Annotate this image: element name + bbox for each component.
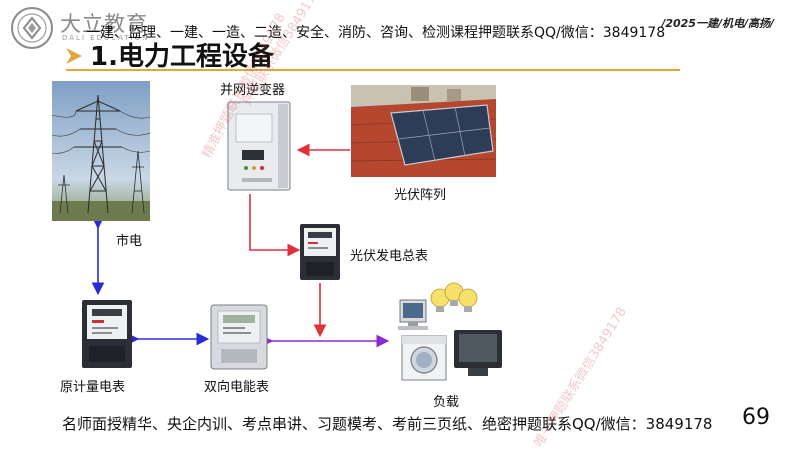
course-tag: /2025一建/机电/高扬/ [661,17,774,30]
original-meter-device [80,298,134,370]
brand-name: 大立教育 [60,12,148,36]
page-title: 1.电力工程设备 [90,42,274,72]
inverter-device [222,98,296,194]
top-banner: 一建、监理、一建、一造、二造、安全、消防、咨询、检测课程押题联系QQ/微信：38… [86,25,666,41]
bottom-banner: 名师面授精华、央企内训、考点串讲、习题模考、考前三页纸、绝密押题联系QQ/微信：… [62,415,713,433]
light-bulb-icon [430,282,478,312]
load-label: 负载 [433,395,460,410]
original-meter-label: 原计量电表 [60,380,126,395]
dali-logo-icon [11,7,53,49]
pv-meter-label: 光伏发电总表 [350,249,429,264]
page-number: 69 [742,405,770,430]
pv-array-label: 光伏阵列 [394,188,447,203]
title-arrow-icon [66,48,82,64]
bidirectional-meter-label: 双向电能表 [204,380,270,395]
pv-meter-device [298,222,342,282]
brand-sub: DALI EDUCATION [62,34,150,42]
power-tower-photo [52,81,150,221]
bidirectional-meter-device [209,303,269,371]
title-rule [66,69,680,71]
load-appliances [388,278,506,382]
pv-array-photo [351,85,496,177]
inverter-label: 并网逆变器 [220,83,286,98]
inverter-to-pv-meter-wire [249,194,301,257]
grid-label: 市电 [116,234,143,249]
